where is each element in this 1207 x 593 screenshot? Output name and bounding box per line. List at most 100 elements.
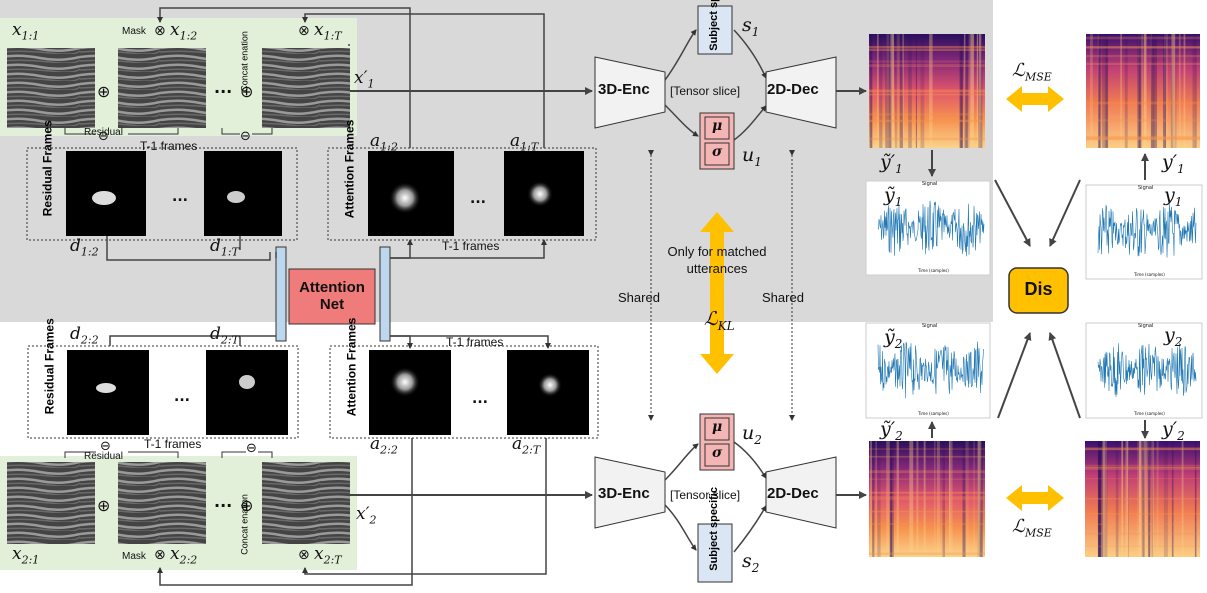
spectrogram-band <box>977 441 979 557</box>
spectrogram-band <box>916 441 919 557</box>
frame-x22 <box>118 462 206 544</box>
spectrogram-band <box>1142 441 1145 557</box>
spectrogram-pred-2 <box>869 441 985 557</box>
label-y1: y1 <box>1164 184 1183 209</box>
spectrogram-band <box>1164 34 1168 148</box>
spectrogram-band <box>1194 441 1197 557</box>
spectrogram-band <box>1104 34 1109 148</box>
label-u1: u1 <box>742 144 762 169</box>
spectrogram-harmonic <box>869 113 985 116</box>
label-mask-bottom: Mask <box>122 551 146 562</box>
spectrogram-band <box>1115 441 1119 557</box>
label-x21: x2:1 <box>12 544 40 567</box>
signal-xlabel-true-2: Time (samples) <box>1134 411 1165 416</box>
signal-xlabel-pred-1: Time (samples) <box>918 268 949 273</box>
otimes-top-1: ⊗ <box>154 23 166 39</box>
spectrogram-band <box>1183 34 1186 148</box>
signal-waveforms <box>877 200 1197 399</box>
spectrogram-harmonic <box>1085 545 1200 547</box>
spectrogram-band <box>959 34 963 148</box>
spectrogram-band <box>1138 34 1142 148</box>
label-x1T: x1:T <box>314 20 342 43</box>
label-only-matched: Only for matched utterances <box>667 244 767 276</box>
spectrogram-harmonic <box>869 64 985 67</box>
signal-title-true-1: Signal <box>1138 185 1154 191</box>
spectrogram-true-2 <box>1085 441 1200 557</box>
mu-bottom: μ <box>712 419 723 435</box>
spectrogram-band <box>1098 441 1102 557</box>
label-a1T: a1:T <box>510 131 539 154</box>
video-frames-bottom <box>7 462 350 544</box>
signal-waveform-1 <box>877 200 985 257</box>
subject-box-top <box>697 5 733 55</box>
spectrogram-harmonic <box>869 137 985 141</box>
label-residual-bottom: Residual <box>84 451 123 462</box>
spectrogram-band <box>1106 34 1108 148</box>
label-y1-tilde: ỹ1 <box>884 184 903 209</box>
spectrogram-band <box>894 34 898 148</box>
signal-title-pred-2: Signal <box>922 323 938 329</box>
spectrogram-harmonic <box>1086 46 1200 49</box>
spectrogram-band <box>976 34 979 148</box>
spectrogram-harmonic <box>869 496 985 499</box>
spectrogram-band <box>948 441 952 557</box>
spectrogram-harmonic <box>869 498 985 501</box>
spectrogram-harmonic <box>869 455 985 458</box>
signal-title-pred-1: Signal <box>922 181 938 187</box>
label-shared-right: Shared <box>762 290 804 305</box>
label-u2: u2 <box>742 422 762 447</box>
spectrogram-band <box>886 441 890 557</box>
mu-top: μ <box>712 118 723 134</box>
signal-xlabel-pred-2: Time (samples) <box>918 411 949 416</box>
spectrogram-band <box>920 34 925 148</box>
spectrogram-pred-1 <box>869 34 985 148</box>
spectrogram-band <box>1127 441 1129 557</box>
attention-net-box <box>288 268 376 325</box>
spectrogram-harmonic <box>1086 137 1200 141</box>
attention-box-top <box>327 147 597 241</box>
spectrogram-harmonic <box>869 478 985 480</box>
spectrogram-band <box>870 34 873 148</box>
spectrogram-band <box>888 34 892 148</box>
sigma-bottom: σ <box>712 445 723 461</box>
spectrogram-band <box>899 34 903 148</box>
spectrogram-band <box>949 441 951 557</box>
spectrogram-band <box>1139 441 1141 557</box>
spectrogram-band <box>872 441 875 557</box>
spectrogram-band <box>934 441 936 557</box>
subject-specific-top-label: Subject specific <box>708 0 721 51</box>
spectrogram-band <box>964 34 966 148</box>
otimes-bottom-2: ⊗ <box>298 547 310 563</box>
spectrogram-band <box>890 441 894 557</box>
spectrogram-band <box>1153 34 1157 148</box>
mse-arrow-bottom <box>1006 485 1064 511</box>
label-y1-tilde-prime: ỹ′1 <box>880 151 903 176</box>
spectrogram-harmonic <box>869 448 985 450</box>
spectrogram-band <box>979 441 982 557</box>
subject-specific-bottom-label: Subject specific <box>708 487 721 571</box>
label-lmse-top: ℒMSE <box>1012 60 1052 84</box>
spectrogram-band <box>1146 441 1151 557</box>
label-residual-top: Residual <box>84 127 123 138</box>
spectrogram-band <box>870 441 872 557</box>
decoder-bottom-label: 2D-Dec <box>767 485 819 502</box>
decoder-top-label: 2D-Dec <box>767 81 819 98</box>
spectrogram-band <box>1102 441 1107 557</box>
label-mask-top: Mask <box>122 26 146 37</box>
spectrogram-band <box>872 441 875 557</box>
spectrogram-band <box>875 441 877 557</box>
spectrogram-band <box>1120 34 1122 148</box>
label-a22: a2:2 <box>370 434 398 457</box>
ellipsis-bottom: ... <box>214 492 233 511</box>
oplus-bottom-2: ⊕ <box>240 496 254 515</box>
signal-xlabel-true-1: Time (samples) <box>1134 272 1165 277</box>
encoder-top <box>594 56 666 129</box>
spectrogram-band <box>908 34 912 148</box>
spectrogram-band <box>923 441 926 557</box>
spectrogram-harmonic <box>1085 512 1200 515</box>
label-y2-prime: y′2 <box>1162 418 1185 443</box>
attention-net-connector-right <box>379 246 391 342</box>
decoder-top <box>765 56 837 129</box>
frame-x1T <box>262 48 350 128</box>
label-lkl: ℒKL <box>704 308 735 333</box>
